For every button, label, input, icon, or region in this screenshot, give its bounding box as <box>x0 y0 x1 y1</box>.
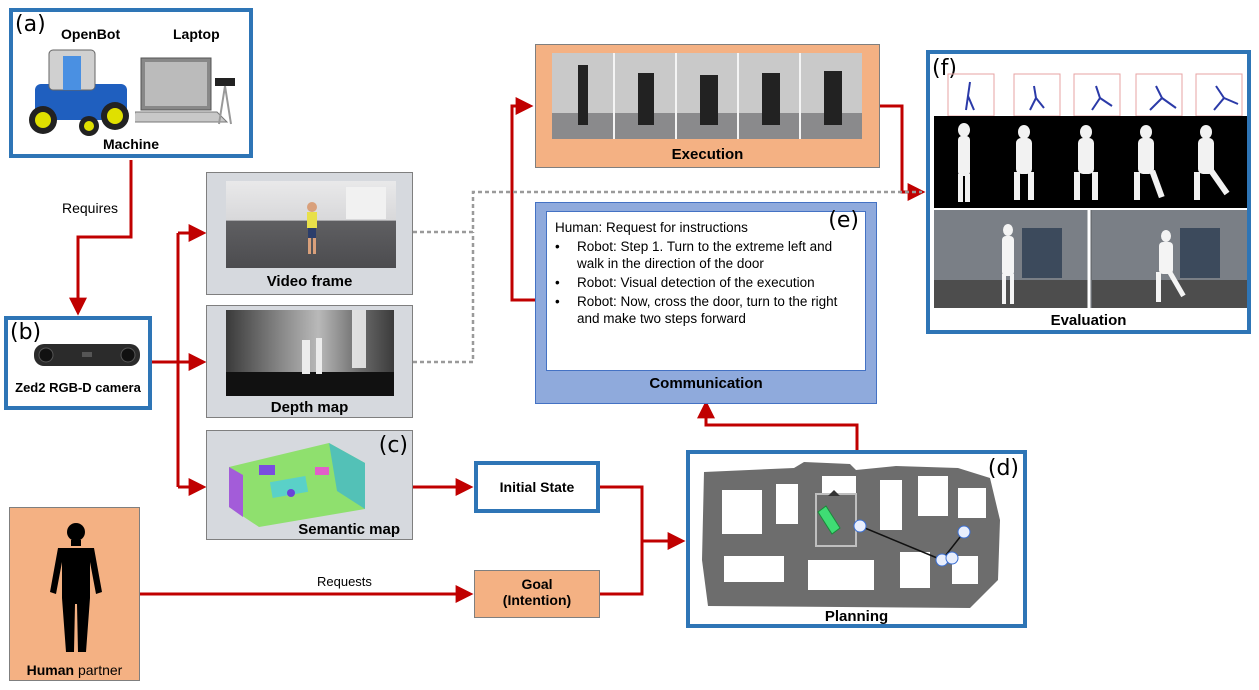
partner-label: partner <box>74 662 123 678</box>
instruction-item-1: Robot: Step 1. Turn to the extreme left … <box>555 238 857 272</box>
communication-caption: Communication <box>649 375 763 392</box>
to-execution-arrow <box>510 97 535 302</box>
communication-panel: (e) Human: Request for instructions Robo… <box>535 202 877 404</box>
video-frame-panel: Video frame <box>206 172 413 295</box>
camera-caption: Zed2 RGB-D camera <box>15 380 141 395</box>
panel-letter-c: (c) <box>378 433 408 458</box>
planning-caption: Planning <box>824 608 889 625</box>
camera-panel: (b) Zed2 RGB-D camera <box>4 316 152 410</box>
instruction-item-3: Robot: Now, cross the door, turn to the … <box>555 293 857 327</box>
machine-caption: Machine <box>102 136 159 152</box>
depth-dotted-line <box>413 232 475 364</box>
depth-map-image <box>226 310 394 396</box>
floor-plan-map-image <box>702 462 1000 608</box>
video-frame-caption: Video frame <box>266 273 353 290</box>
to-evaluation-arrow <box>880 104 926 201</box>
openbot-robot-image <box>29 49 129 136</box>
requires-arrow <box>69 160 133 316</box>
human-label-bold: Human <box>26 662 75 678</box>
panel-letter-e: (e) <box>828 208 859 233</box>
panel-letter-b: (b) <box>10 320 42 345</box>
silhouette-masks-image <box>934 116 1247 208</box>
initial-state-label: Initial State <box>499 479 575 495</box>
scene-renders-image <box>934 210 1247 308</box>
laptop-image <box>135 57 235 125</box>
panel-letter-d: (d) <box>987 456 1019 481</box>
semantic-map-image <box>229 443 365 527</box>
openbot-label: OpenBot <box>61 26 121 42</box>
depth-map-panel: Depth map <box>206 305 413 418</box>
evaluation-caption: Evaluation <box>1050 312 1127 329</box>
planning-panel: (d) Planning <box>686 450 1027 628</box>
goal-label: Goal <box>521 576 553 592</box>
zed2-camera-image <box>34 344 140 366</box>
initial-state-box: Initial State <box>474 461 600 513</box>
execution-frames-image <box>552 53 862 139</box>
semantic-map-panel: (c) Semantic map <box>206 430 413 540</box>
depth-map-caption: Depth map <box>270 399 349 416</box>
execution-frames <box>552 53 862 139</box>
requires-label: Requires <box>62 200 119 216</box>
execution-caption: Execution <box>671 146 744 163</box>
instruction-item-2: Robot: Visual detection of the execution <box>555 274 857 291</box>
instructions-box: (e) Human: Request for instructions Robo… <box>546 208 866 371</box>
merge-lines <box>600 485 644 596</box>
human-partner-panel: Human partner <box>9 507 140 681</box>
machine-panel: (a) OpenBot Laptop Machine <box>9 8 253 158</box>
execution-panel: Execution <box>535 44 880 168</box>
panel-letter-f: (f) <box>932 56 957 81</box>
human-partner-label: Human partner <box>10 662 139 678</box>
human-request-text: Human: Request for instructions <box>555 220 748 235</box>
video-frame-image <box>226 181 396 268</box>
requests-label: Requests <box>317 574 372 589</box>
to-communication-arrow <box>697 400 859 450</box>
goal-box: Goal (Intention) <box>474 570 600 618</box>
video-dotted-line <box>413 190 922 234</box>
laptop-label: Laptop <box>173 26 220 42</box>
skeleton-boxes-image <box>947 73 1243 117</box>
panel-letter-a: (a) <box>15 12 46 37</box>
evaluation-panel: (f) <box>926 50 1251 334</box>
human-silhouette-icon <box>50 523 102 652</box>
intention-label: (Intention) <box>502 592 572 608</box>
semantic-map-caption: Semantic map <box>298 521 400 538</box>
